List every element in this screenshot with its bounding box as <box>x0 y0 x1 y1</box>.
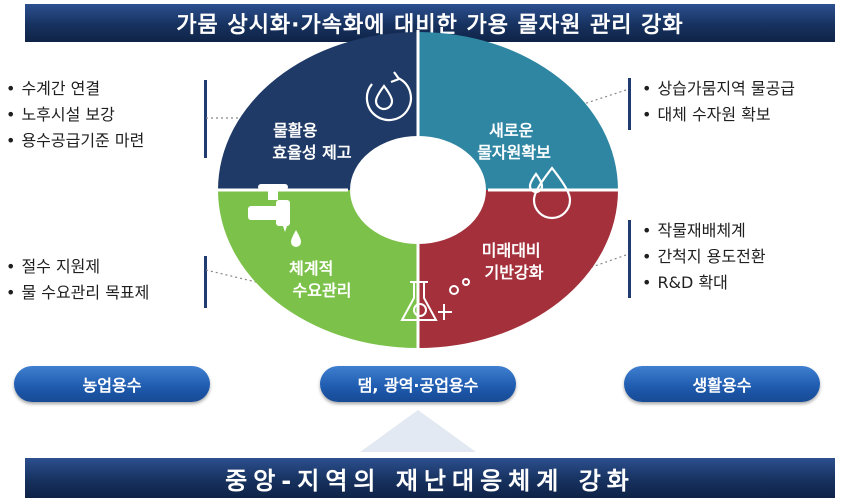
segment-demand-label-1: 체계적 <box>289 259 333 278</box>
segment-future-label-1: 미래대비 <box>482 241 541 260</box>
segment-efficiency <box>218 32 418 190</box>
segment-new-water-label-1: 새로운 <box>489 121 533 140</box>
segment-future <box>418 190 618 348</box>
svg-text:물활용 효율성 제고: 물활용 효율성 제고 <box>272 121 351 162</box>
svg-text:체계적 수요관리: 체계적 수요관리 <box>289 259 351 300</box>
pill-dam-industrial-water: 댐, 광역·공업용수 <box>320 366 516 402</box>
pill-domestic-water: 생활용수 <box>624 366 820 402</box>
footer-title: 중앙-지역의 재난대응체계 강화 <box>25 458 835 498</box>
list-item: R&D 확대 <box>642 270 766 296</box>
right-mid-divider <box>628 220 631 298</box>
faucet-icon <box>248 184 301 247</box>
water-drops-icon <box>528 166 572 220</box>
light-beam <box>360 410 476 452</box>
left-bottom-divider <box>204 256 207 308</box>
right-mid-list: 작물재배체계 간척지 용도전환 R&D 확대 <box>642 218 766 296</box>
water-drop-cycle-icon <box>365 71 412 122</box>
right-top-list: 상습가뭄지역 물공급 대체 수자원 확보 <box>642 76 795 128</box>
segment-efficiency-label-1: 물활용 <box>273 121 317 140</box>
left-bottom-list: 절수 지원제 물 수요관리 목표제 <box>6 254 149 306</box>
list-item: 절수 지원제 <box>6 254 149 280</box>
list-item: 작물재배체계 <box>642 218 766 244</box>
right-top-divider <box>628 78 631 130</box>
list-item: 대체 수자원 확보 <box>642 102 795 128</box>
segment-demand <box>218 190 418 348</box>
segment-new-water-label-2: 물자원확보 <box>477 143 551 162</box>
segment-demand-label-2: 수요관리 <box>293 281 352 300</box>
list-item: 물 수요관리 목표제 <box>6 280 149 306</box>
leader-line <box>205 269 257 283</box>
list-item: 간척지 용도전환 <box>642 244 765 270</box>
left-top-list: 수계간 연결 노후시설 보강 용수공급기준 마련 <box>6 76 144 154</box>
svg-text:미래대비 기반강화: 미래대비 기반강화 <box>482 241 546 282</box>
list-item: 노후시설 보강 <box>6 102 144 128</box>
segment-future-label-2: 기반강화 <box>485 263 544 282</box>
left-top-divider <box>204 80 207 158</box>
pill-agricultural-water: 농업용수 <box>14 366 210 402</box>
svg-text:새로운 물자원확보: 새로운 물자원확보 <box>477 121 551 162</box>
segment-efficiency-label-2: 효율성 제고 <box>272 143 351 162</box>
lab-flask-icon <box>400 278 470 321</box>
segment-new-water <box>418 32 618 190</box>
list-item: 수계간 연결 <box>6 76 144 102</box>
list-item: 상습가뭄지역 물공급 <box>642 76 795 102</box>
list-item: 용수공급기준 마련 <box>6 128 144 154</box>
